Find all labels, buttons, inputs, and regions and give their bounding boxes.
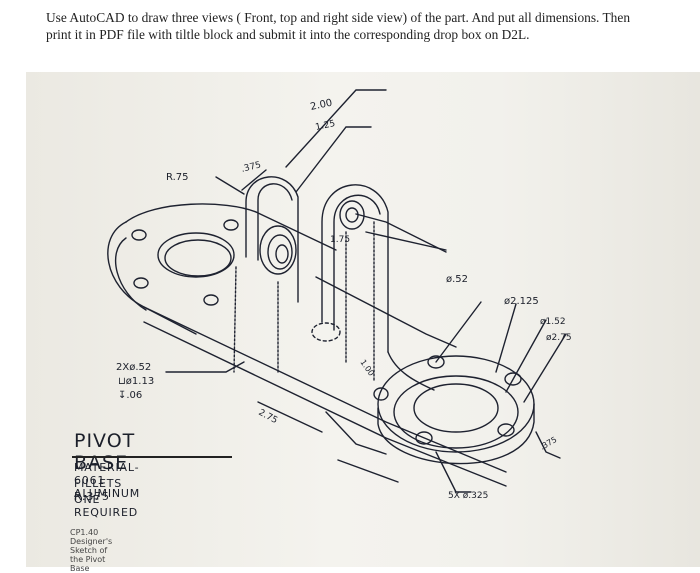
material-note: MATERIAL-6061 ALUMINUM (74, 461, 141, 500)
required-note: ONE REQUIRED (74, 493, 139, 519)
fillets-note: FILLETS R.375 (74, 477, 123, 503)
sketch-photo: 2.00 1.25 R.75 .375 1.75 ø.52 ø2.125 ø1.… (26, 72, 700, 573)
dim-dia-52: ø.52 (446, 274, 468, 285)
dim-dia-2-125: ø2.125 (504, 296, 539, 307)
dim-2-00: 2.00 (309, 98, 333, 113)
sketch-caption: CP1.40 Designer's Sketch of the Pivot Ba… (70, 528, 113, 573)
holes-callout-line3: ↧.06 (118, 390, 142, 401)
holes-callout-line1: 2Xø.52 (116, 362, 151, 373)
holes-5x-callout: 5X ø.325 (448, 491, 488, 501)
dim-dia-1-52: ø1.52 (540, 317, 566, 327)
dim-375: .375 (240, 160, 262, 175)
instructions-text: Use AutoCAD to draw three views ( Front,… (46, 10, 631, 42)
holes-callout-line2: ⊔ø1.13 (118, 376, 154, 387)
dim-dia-2-75: ø2.75 (546, 333, 572, 343)
dim-1-25: 1.25 (315, 119, 337, 133)
dim-r-75: R.75 (166, 172, 189, 183)
pivot-base-sketch: 2.00 1.25 R.75 .375 1.75 ø.52 ø2.125 ø1.… (107, 89, 572, 501)
dim-375-b: .375 (539, 435, 559, 452)
title-underline (72, 456, 232, 458)
dim-1-75: 1.75 (330, 235, 350, 245)
